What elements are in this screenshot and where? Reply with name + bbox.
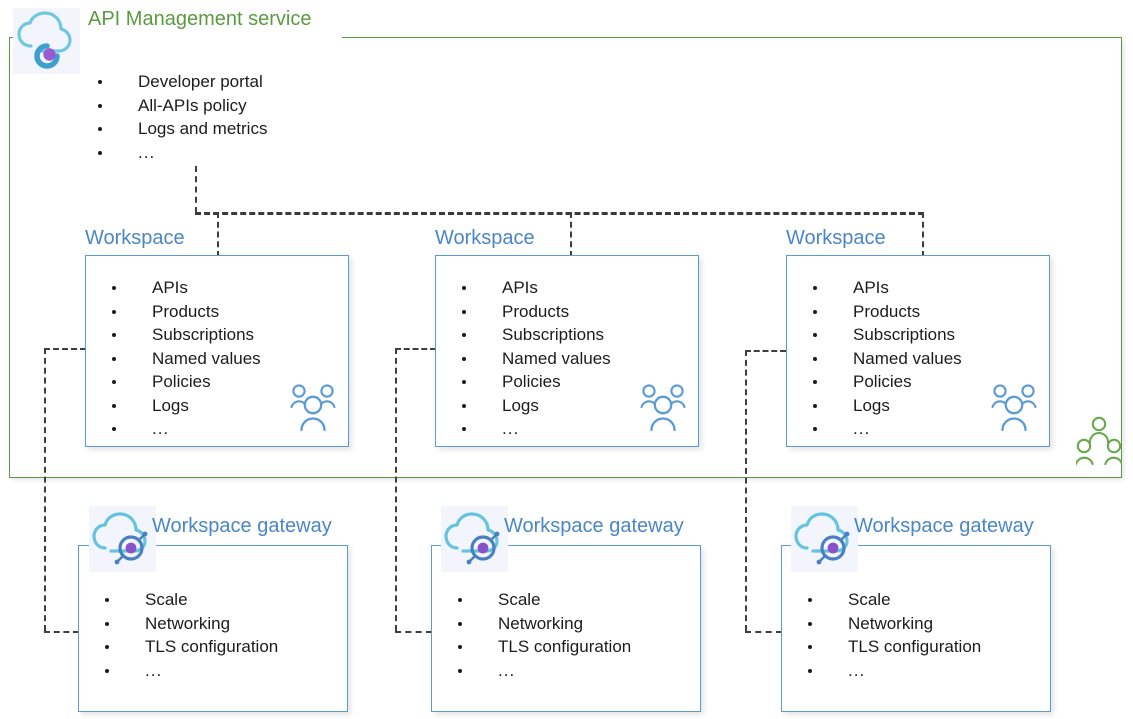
list-item: Logs	[100, 394, 261, 418]
connector-ws2-gw2-vertical	[395, 348, 397, 631]
list-item: Scale	[446, 588, 631, 612]
connector-workspace-bus	[195, 212, 924, 215]
api-management-feature-list: Developer portal All-APIs policy Logs an…	[86, 70, 267, 164]
list-item: Logs	[450, 394, 611, 418]
workspace-gateway-1-title: Workspace gateway	[152, 515, 332, 537]
workspace-gateway-2-icon-tile	[441, 506, 508, 572]
workspace-3-people-icon	[991, 383, 1037, 438]
workspace-items: APIs Products Subscriptions Named values…	[450, 276, 611, 441]
workspace-3-box: APIs Products Subscriptions Named values…	[786, 255, 1050, 447]
list-item: ...	[86, 141, 267, 165]
list-item: ...	[796, 659, 981, 683]
list-item: Subscriptions	[100, 323, 261, 347]
gateway-items: Scale Networking TLS configuration ...	[93, 588, 278, 682]
list-item: Developer portal	[86, 70, 267, 94]
list-item: TLS configuration	[93, 635, 278, 659]
gateway-items: Scale Networking TLS configuration ...	[446, 588, 631, 682]
list-item: Networking	[93, 612, 278, 636]
workspace-2-title: Workspace	[435, 227, 535, 249]
workspace-2-item-list: APIs Products Subscriptions Named values…	[450, 276, 611, 441]
list-item: Subscriptions	[450, 323, 611, 347]
list-item: Policies	[801, 370, 962, 394]
people-group-icon	[991, 384, 1037, 432]
workspace-2-people-icon	[640, 383, 686, 438]
connector-ws2-gw2-bottom	[395, 631, 432, 633]
list-item: TLS configuration	[796, 635, 981, 659]
list-item: Policies	[450, 370, 611, 394]
list-item: Networking	[796, 612, 981, 636]
list-item: Logs	[801, 394, 962, 418]
workspace-1-item-list: APIs Products Subscriptions Named values…	[100, 276, 261, 441]
workspace-gateway-3-title: Workspace gateway	[854, 515, 1034, 537]
workspace-gateway-3-item-list: Scale Networking TLS configuration ...	[796, 588, 981, 682]
api-management-service-title: API Management service	[86, 6, 318, 32]
list-item: ...	[93, 659, 278, 683]
list-item: ...	[446, 659, 631, 683]
workspace-3-item-list: APIs Products Subscriptions Named values…	[801, 276, 962, 441]
connector-drop-workspace-1	[217, 212, 219, 257]
workspace-gateway-cloud-icon	[794, 512, 850, 565]
list-item: TLS configuration	[446, 635, 631, 659]
connector-ws2-gw2-top	[395, 348, 436, 350]
workspace-1-people-icon	[290, 383, 336, 438]
connector-ws3-gw3-vertical	[745, 350, 747, 631]
list-item: ...	[450, 417, 611, 441]
workspace-gateway-1-box: Scale Networking TLS configuration ...	[78, 545, 348, 712]
list-item: Products	[100, 300, 261, 324]
connector-ws1-gw1-bottom	[44, 631, 79, 633]
list-item: Networking	[446, 612, 631, 636]
api-management-icon-tile	[13, 8, 80, 74]
connector-ws3-gw3-bottom	[745, 631, 782, 633]
list-item: Policies	[100, 370, 261, 394]
workspace-3-title: Workspace	[786, 227, 886, 249]
workspace-gateway-1-icon-tile	[89, 506, 156, 572]
connector-drop-workspace-3	[922, 212, 924, 257]
workspace-gateway-3-icon-tile	[791, 506, 858, 572]
list-item: ...	[801, 417, 962, 441]
people-group-icon	[640, 384, 686, 432]
workspace-gateway-2-title: Workspace gateway	[504, 515, 684, 537]
list-item: APIs	[801, 276, 962, 300]
list-item: Named values	[450, 347, 611, 371]
list-item: All-APIs policy	[86, 94, 267, 118]
people-group-icon-green	[1074, 415, 1124, 472]
workspace-2-box: APIs Products Subscriptions Named values…	[435, 255, 699, 447]
gateway-items: Scale Networking TLS configuration ...	[796, 588, 981, 682]
workspace-gateway-2-box: Scale Networking TLS configuration ...	[431, 545, 701, 712]
list-item: Named values	[801, 347, 962, 371]
list-item: APIs	[450, 276, 611, 300]
list-item: Logs and metrics	[86, 117, 267, 141]
workspace-1-box: APIs Products Subscriptions Named values…	[85, 255, 349, 447]
workspace-1-title: Workspace	[85, 227, 185, 249]
connector-ws1-gw1-top	[44, 348, 86, 350]
list-item: Products	[450, 300, 611, 324]
connector-apim-trunk	[195, 166, 197, 213]
workspace-gateway-cloud-icon	[92, 512, 148, 565]
api-management-cloud-icon	[17, 11, 72, 69]
list-item: Scale	[796, 588, 981, 612]
people-group-icon	[290, 384, 336, 432]
connector-drop-workspace-2	[570, 212, 572, 257]
list-item: Named values	[100, 347, 261, 371]
list-item: Subscriptions	[801, 323, 962, 347]
connector-ws3-gw3-top	[745, 350, 786, 352]
title-border-notch	[80, 33, 342, 41]
workspace-gateway-1-item-list: Scale Networking TLS configuration ...	[93, 588, 278, 682]
list-item: ...	[100, 417, 261, 441]
workspace-gateway-3-box: Scale Networking TLS configuration ...	[781, 545, 1051, 712]
apim-feature-items: Developer portal All-APIs policy Logs an…	[86, 70, 267, 164]
list-item: APIs	[100, 276, 261, 300]
workspace-gateway-cloud-icon	[444, 512, 500, 565]
people-group-icon	[1074, 416, 1124, 466]
list-item: Products	[801, 300, 962, 324]
list-item: Scale	[93, 588, 278, 612]
connector-ws1-gw1-vertical	[44, 348, 46, 631]
workspace-items: APIs Products Subscriptions Named values…	[100, 276, 261, 441]
workspace-items: APIs Products Subscriptions Named values…	[801, 276, 962, 441]
workspace-gateway-2-item-list: Scale Networking TLS configuration ...	[446, 588, 631, 682]
